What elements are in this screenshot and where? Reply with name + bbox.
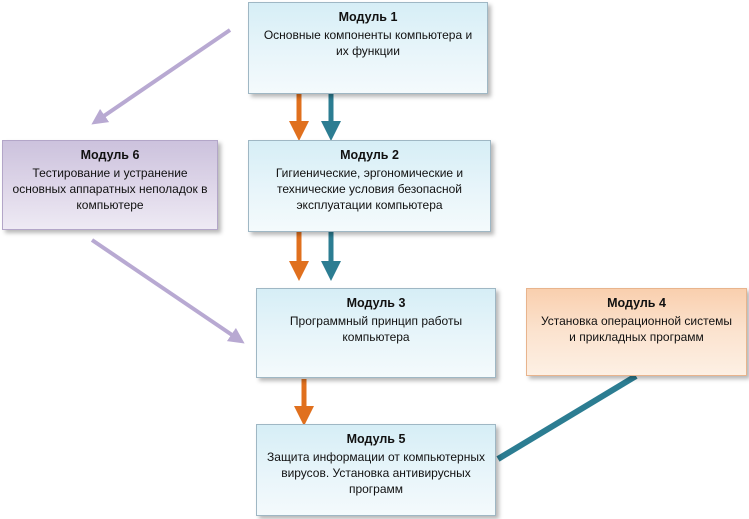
module-4-description: Установка операционной системы и приклад… xyxy=(540,314,733,344)
module-1-description: Основные компоненты компьютера и их функ… xyxy=(263,28,473,58)
arrow-m6-m3 xyxy=(90,238,245,344)
module-5-title: Модуль 5 xyxy=(346,432,406,446)
module-2-box: Модуль 2 Гигиенические, эргономические и… xyxy=(248,140,491,232)
module-6-box: Модуль 6 Тестирование и устранение основ… xyxy=(2,140,218,230)
module-2-description: Гигиенические, эргономические и техничес… xyxy=(275,166,464,212)
module-6-description: Тестирование и устранение основных аппар… xyxy=(12,166,208,212)
arrow-m1-m6 xyxy=(91,28,232,125)
connector-m4-m5 xyxy=(496,373,638,462)
module-3-box: Модуль 3 Программный принцип работы комп… xyxy=(256,288,496,378)
module-1-title: Модуль 1 xyxy=(338,10,398,24)
module-2-title: Модуль 2 xyxy=(340,148,399,162)
module-4-box: Модуль 4 Установка операционной системы … xyxy=(526,288,747,376)
module-5-box: Модуль 5 Защита информации от компьютерн… xyxy=(256,424,496,516)
module-1-box: Модуль 1 Основные компоненты компьютера … xyxy=(248,2,488,94)
module-4-title: Модуль 4 xyxy=(607,296,666,310)
module-6-title: Модуль 6 xyxy=(80,148,140,162)
module-3-description: Программный принцип работы компьютера xyxy=(289,314,463,344)
module-3-title: Модуль 3 xyxy=(346,296,406,310)
module-5-description: Защита информации от компьютерных вирусо… xyxy=(267,450,485,496)
